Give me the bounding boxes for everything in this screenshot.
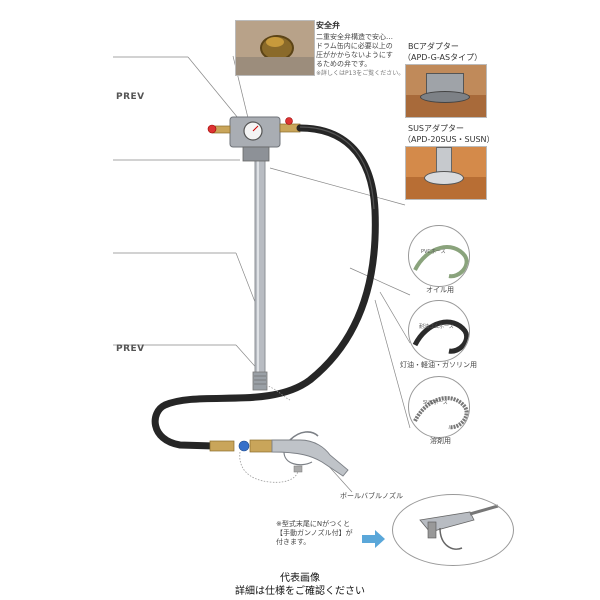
caption-representative-image: 代表画像 (280, 573, 320, 584)
hose-rubber-inner-label: 耐油ゴムホース (419, 324, 454, 330)
sus-adapter-title: SUSアダプター (408, 124, 465, 133)
nozzle-body (271, 439, 349, 477)
prev-label-bottom: PREV (116, 344, 145, 354)
safety-valve-line: 圧がかからないようにす (316, 51, 393, 59)
safety-valve-line: るための弁です。 (316, 60, 372, 68)
sus-adapter-model: （APD-20SUS・SUSN） (403, 135, 495, 144)
safety-valve-line: 二重安全弁構造で安心… (316, 33, 393, 41)
nozzle-label: ボールバブルノズル (340, 492, 403, 500)
prev-label-top: PREV (116, 92, 145, 102)
manual-nozzle-note-line: 【手動ガンノズル付】が (276, 529, 353, 537)
hose-rubber-caption: 灯油・軽油・ガソリン用 (400, 361, 477, 369)
bc-adapter-title: BCアダプター (408, 42, 459, 51)
bc-adapter-photo (405, 64, 487, 118)
arrow-icon (362, 530, 385, 548)
safety-valve-title: 安全弁 (316, 21, 340, 30)
leader-line-hose (349, 267, 411, 296)
manual-nozzle-note-line: 付きます。 (276, 538, 311, 546)
pvc-hose-icon (413, 245, 469, 279)
bc-adapter-model: （APD-G-ASタイプ） (403, 53, 483, 62)
safety-valve-note: ※詳しくはP13をご覧ください。 (316, 70, 405, 77)
hose-pvc-inner-label: PVCホース (421, 249, 446, 255)
safety-valve-line: ドラム缶内に必要以上の (316, 42, 393, 50)
sus-adapter-photo (405, 146, 487, 200)
manual-nozzle-note-line: ※型式末尾にNがつくと (276, 520, 351, 528)
hose-rubber-circle: 耐油ゴムホース (408, 300, 470, 362)
hose-sus-circle: SUSホース (408, 376, 470, 438)
safety-valve-description: 二重安全弁構造で安心… ドラム缶内に必要以上の 圧がかからないようにす るための… (316, 33, 404, 78)
leader-line-adapter (269, 167, 406, 206)
manual-nozzle-note: ※型式末尾にNがつくと 【手動ガンノズル付】が 付きます。 (276, 520, 353, 547)
caption-see-specs: 詳細は仕様をご確認ください (235, 586, 365, 597)
rubber-hose-icon (412, 319, 469, 354)
suction-pipe (254, 159, 266, 376)
safety-valve-photo (235, 20, 315, 76)
manual-nozzle-circle (392, 494, 514, 566)
hose-sus-caption: 溶剤用 (430, 437, 451, 445)
hose-pvc-circle: PVCホース (408, 225, 470, 287)
hose-sus-inner-label: SUSホース (423, 400, 448, 406)
hose-pvc-caption: オイル用 (426, 286, 454, 294)
sus-hose-icon (413, 396, 469, 430)
